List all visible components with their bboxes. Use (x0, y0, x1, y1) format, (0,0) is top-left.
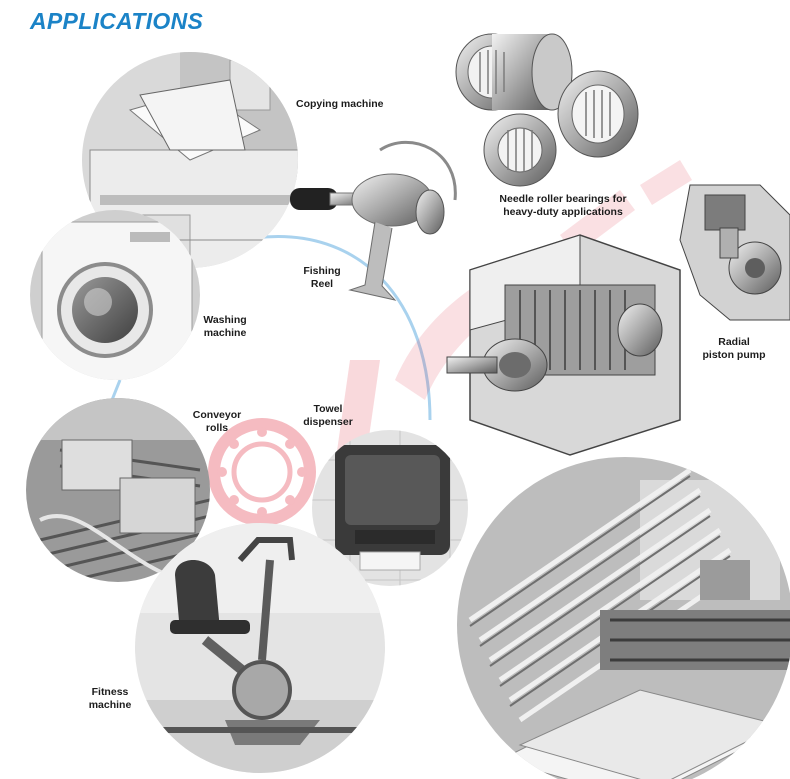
fitness-machine-label: Fitness machine (88, 686, 132, 711)
conveyor-rolls-label: Conveyor rolls (192, 409, 242, 434)
needle-roller-bearings-label: Needle roller bearings for heavy-duty ap… (499, 193, 627, 218)
radial-piston-pump-illustration (679, 184, 790, 321)
towel-dispenser-photo (312, 430, 468, 586)
fitness-machine-photo (135, 523, 385, 773)
towel-dispenser-label: Towel dispenser (303, 403, 353, 428)
fishing-reel-illustration (290, 140, 457, 301)
page-title: APPLICATIONS (30, 8, 204, 34)
copying-machine-label: Copying machine (296, 98, 384, 110)
radial-piston-pump-label: Radial piston pump (702, 336, 766, 361)
connector-arc-left (110, 379, 122, 401)
washing-machine-label: Washing machine (203, 314, 247, 339)
printing-machine-photo (457, 457, 790, 779)
washing-machine-photo (30, 210, 200, 380)
needle-roller-bearing-icon (455, 33, 639, 187)
fishing-reel-label: Fishing Reel (303, 265, 341, 290)
gear-pump-illustration (446, 234, 681, 456)
